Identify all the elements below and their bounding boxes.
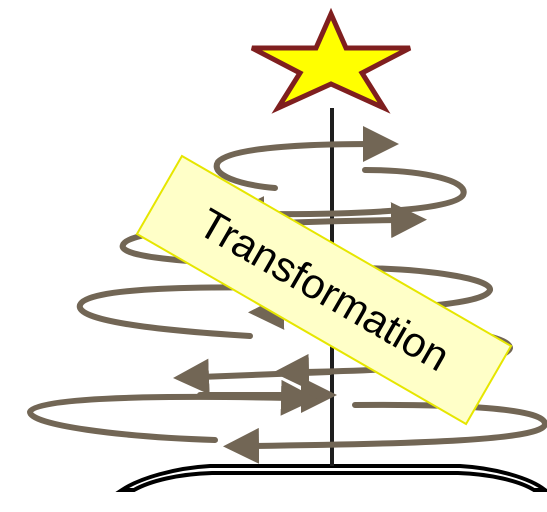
- star-icon: [252, 14, 410, 108]
- spiral-arrow: [250, 405, 545, 446]
- spiral-arrow: [30, 397, 290, 440]
- tree-base: [122, 466, 545, 490]
- spiral-arrow: [255, 170, 464, 214]
- spiral-arrow: [200, 372, 330, 377]
- spiral-arrow: [217, 144, 372, 188]
